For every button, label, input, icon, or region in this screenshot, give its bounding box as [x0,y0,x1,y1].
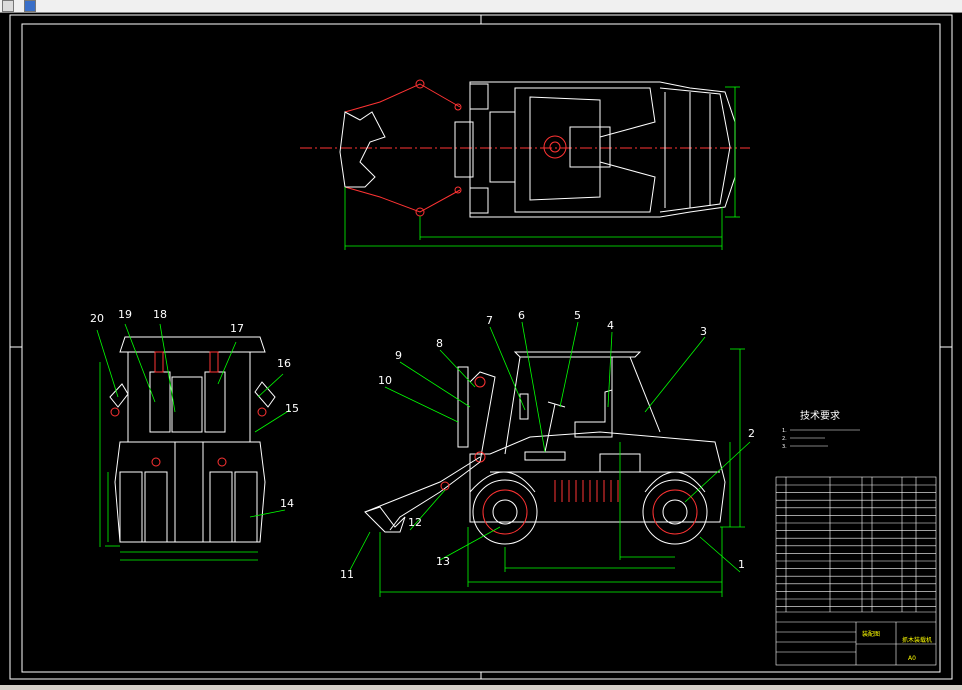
part-label-12: 12 [408,516,422,529]
tech-requirement-2: 2. [782,436,787,442]
toolbar-icon[interactable] [24,0,36,12]
parts-list-table [775,476,937,666]
part-label-19: 19 [118,308,132,321]
part-label-5: 5 [574,309,581,322]
part-label-7: 7 [486,314,493,327]
part-label-4: 4 [607,319,614,332]
part-label-6: 6 [518,309,525,322]
part-label-8: 8 [436,337,443,350]
tech-requirement-1: 1. [782,428,787,434]
title-block-drawing-name: 抓木装载机 [902,636,932,644]
side-view [364,348,745,597]
toolbar-icon[interactable] [2,0,14,12]
cad-drawing: 1 2 3 4 5 6 7 8 9 10 11 12 13 14 15 16 1… [9,14,953,680]
part-label-9: 9 [395,349,402,362]
part-label-1: 1 [738,558,745,571]
tech-requirement-3: 3. [782,444,787,450]
part-labels: 1 2 3 4 5 6 7 8 9 10 11 12 13 14 15 16 1… [90,308,755,581]
front-view [99,336,276,561]
title-block: 装配图 抓木装载机 A0 [862,630,932,662]
title-block-sheet: A0 [908,655,916,662]
outer-frame [9,14,953,680]
part-label-11: 11 [340,568,354,581]
part-label-17: 17 [230,322,244,335]
part-label-2: 2 [748,427,755,440]
part-label-15: 15 [285,402,299,415]
part-label-18: 18 [153,308,167,321]
top-view [300,79,750,250]
part-label-16: 16 [277,357,291,370]
title-block-company: 装配图 [862,630,880,638]
window-statusbar [0,685,962,690]
tech-requirements: 技术要求 1. 2. 3. [782,409,860,450]
window-toolbar [0,0,962,13]
part-label-14: 14 [280,497,294,510]
part-label-13: 13 [436,555,450,568]
leader-lines [96,321,751,573]
part-label-20: 20 [90,312,104,325]
part-label-3: 3 [700,325,707,338]
tech-requirements-title: 技术要求 [800,409,840,422]
inner-frame [21,23,941,673]
part-label-10: 10 [378,374,392,387]
